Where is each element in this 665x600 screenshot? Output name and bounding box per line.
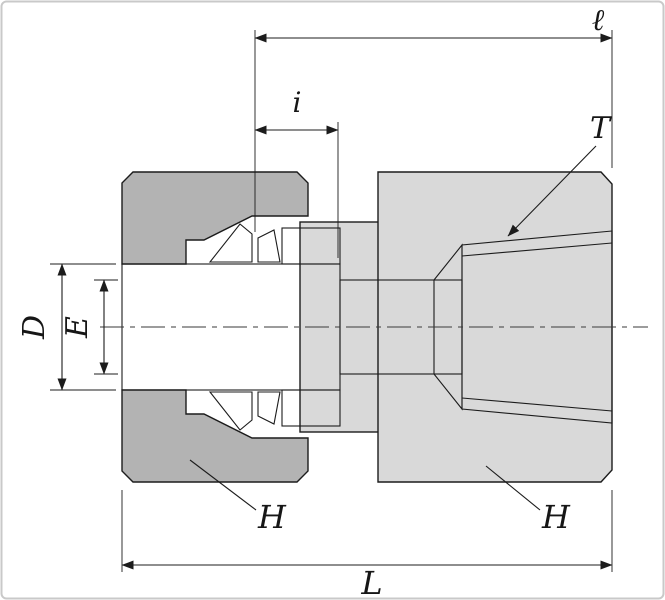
dimension-l: L [121,490,613,600]
female-thread-cavity [461,230,613,424]
label-h-left: H [257,498,287,536]
label-i: i [293,86,302,119]
label-l: L [360,564,382,600]
front-ferrule-top [208,223,253,263]
callout-hex-body: H [485,465,571,536]
label-e: E [60,316,95,339]
nut-section-top [121,171,309,265]
label-t: T [590,111,612,146]
label-ell: ℓ [592,3,605,38]
front-ferrule-bottom [208,391,253,431]
dimension-d: D [17,263,116,391]
nut-section-bottom [121,389,309,483]
thread-root-line-bottom [461,397,613,412]
thread-root-line-top [461,242,613,257]
body-section [377,171,613,483]
label-h-right: H [541,498,571,536]
label-d: D [17,315,52,340]
callout-thread: T [507,111,612,237]
dimension-e: E [60,279,118,375]
callout-hex-nut: H [189,459,287,536]
back-ferrule-bottom [257,391,281,425]
dimension-i: i [254,86,339,258]
back-ferrule-top [257,229,281,263]
